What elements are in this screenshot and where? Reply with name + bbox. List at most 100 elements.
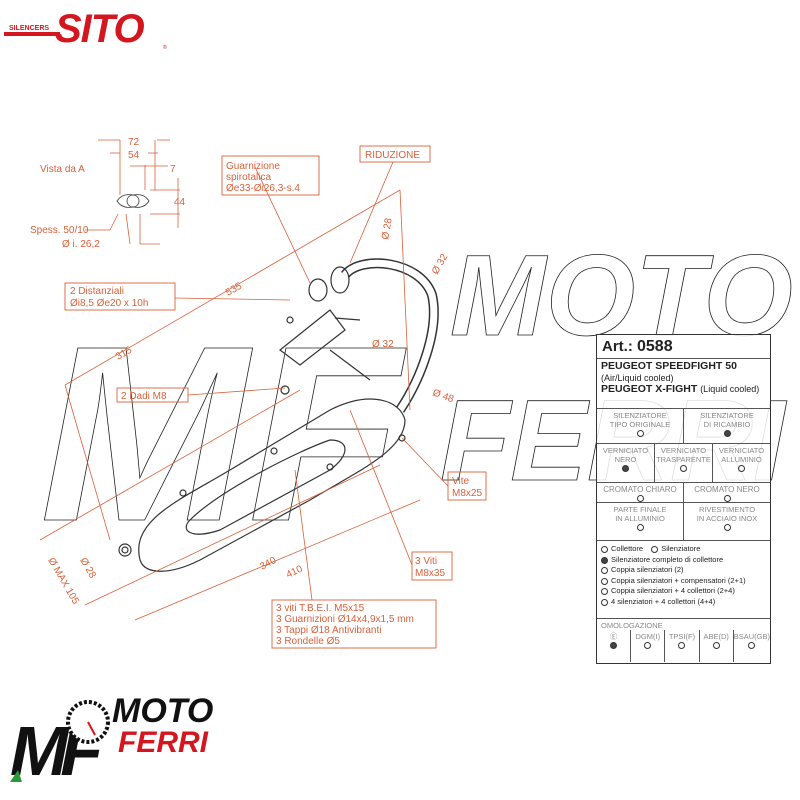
option-item: Silenziatore completo di collettore	[601, 555, 766, 566]
svg-text:3 Rondelle Ø5: 3 Rondelle Ø5	[276, 636, 340, 647]
model-1: PEUGEOT SPEEDFIGHT 50	[601, 360, 737, 372]
cell-label: ALLUMINIO	[721, 455, 762, 464]
svg-text:44: 44	[174, 197, 186, 208]
svg-text:M8x25: M8x25	[452, 488, 482, 499]
radio-indicator	[636, 495, 644, 502]
silenziatore-label: Silenziatore	[661, 544, 701, 553]
svg-text:2 Dadi M8: 2 Dadi M8	[121, 391, 167, 402]
svg-text:Vite: Vite	[452, 476, 469, 487]
svg-text:Guarnizione: Guarnizione	[226, 161, 280, 172]
cell-label: CROMATO CHIARO	[603, 485, 677, 494]
option-item: Coppia silenziatori + 4 collettori (2+4)	[601, 586, 766, 597]
option-item: Coppia silenziatori + compensatori (2+1)	[601, 576, 766, 587]
cell-label: TRASPARENTE	[656, 455, 711, 464]
cell-label: VERNICIATO	[660, 446, 707, 455]
cell-label: PARTE FINALE	[613, 505, 667, 514]
model-2-sub: (Liquid cooled)	[700, 384, 760, 394]
radio-indicator	[738, 465, 745, 472]
option-label: Coppia silenziatori + 4 collettori (2+4)	[611, 586, 735, 595]
svg-text:spirotalica: spirotalica	[226, 172, 271, 183]
chrome-cell: CROMATO CHIARO	[597, 483, 684, 502]
radio-indicator	[680, 465, 687, 472]
cell-label: IN ALLUMINIO	[615, 514, 665, 523]
option-label: Silenziatore completo di collettore	[611, 554, 724, 564]
radio-indicator	[601, 577, 608, 585]
cell-label: CROMATO NERO	[694, 485, 760, 494]
homologation-title: OMOLOGAZIONE	[601, 621, 663, 630]
cell-label: SILENZIATORE	[613, 411, 667, 420]
cell-label: RIVESTIMENTO	[698, 505, 756, 514]
spec-table: Art.: 0588 PEUGEOT SPEEDFIGHT 50 (Air/Li…	[596, 334, 771, 664]
option-item: Coppia silenziatori (2)	[601, 565, 766, 576]
radio-indicator	[723, 524, 731, 531]
svg-text:Ø i. 26,2: Ø i. 26,2	[62, 239, 100, 250]
annotation-labels: Guarnizione spirotalica Øe33-Øi26,3-s.4 …	[45, 150, 482, 647]
collettore-label: Collettore	[611, 544, 644, 553]
homologation-cell: TPSI(F)	[665, 630, 700, 662]
model-1-sub: (Air/Liquid cooled)	[601, 372, 674, 383]
svg-text:3 viti T.B.E.I. M5x15: 3 viti T.B.E.I. M5x15	[276, 603, 365, 614]
svg-text:®: ®	[163, 44, 167, 51]
annotation-boxes	[64, 145, 487, 649]
radio-indicator	[723, 430, 731, 437]
svg-text:FERRI: FERRI	[118, 726, 209, 759]
kit-options: Collettore Silenziatore Silenziatore com…	[597, 541, 770, 619]
homologation-row: Ⓔ DGM(I) TPSI(F) ABE(D)BSAU(GB)	[597, 630, 770, 662]
homologation: OMOLOGAZIONE Ⓔ DGM(I) TPSI(F) ABE(D)BSAU(GB…	[597, 619, 770, 665]
art-number: 0588	[637, 338, 673, 355]
svg-text:Øi8,5 Øe20 x 10h: Øi8,5 Øe20 x 10h	[70, 298, 148, 309]
cell-label: TIPO ORIGINALE	[609, 420, 671, 429]
collector-silencer-line: Collettore Silenziatore	[601, 544, 766, 555]
svg-text:3 Guarnizioni Ø14x4,9x1,5 mm: 3 Guarnizioni Ø14x4,9x1,5 mm	[276, 614, 414, 625]
radio-indicator	[712, 642, 720, 649]
svg-text:2 Distanziali: 2 Distanziali	[70, 286, 124, 297]
exhaust-drawing	[118, 258, 439, 572]
svg-text:Ø 32: Ø 32	[430, 252, 451, 277]
radio-indicator	[748, 642, 756, 649]
svg-text:Spess. 50/10: Spess. 50/10	[30, 225, 89, 236]
homologation-label: DGM(I)	[635, 632, 661, 641]
radio-collettore	[601, 546, 608, 554]
chrome-cell: CROMATO NERO	[684, 483, 770, 502]
cell-label: VERNICIATO	[718, 446, 765, 455]
homologation-label: TPSI(F)	[668, 632, 696, 641]
radio-indicator	[601, 598, 608, 606]
radio-indicator	[601, 556, 608, 564]
option-label: Coppia silenziatori + compensatori (2+1)	[611, 575, 746, 585]
sito-logo: SILENCERS SITO ®	[4, 7, 167, 51]
homologation-cell: ABE(D)	[700, 630, 734, 662]
radio-indicator	[644, 642, 652, 649]
radio-indicator	[723, 495, 731, 502]
option-label: 4 silenziatori + 4 collettori (4+4)	[611, 596, 716, 606]
homologation-label: BSAU(GB)	[733, 632, 771, 641]
article-number: Art.: 0588	[597, 335, 770, 359]
moto-ferri-logo: MF MOTO FERRI	[10, 692, 213, 790]
homologation-cell: Ⓔ	[597, 630, 632, 662]
homologation-label: Ⓔ	[609, 632, 618, 641]
flange-view-a: Vista da A 72 54 7 44 Spess. 50/10 Ø i. …	[30, 137, 186, 250]
cell-label: VERNICIATO	[602, 446, 649, 455]
radio-indicator	[678, 642, 686, 649]
option-label: Coppia silenziatori (2)	[611, 565, 684, 574]
svg-text:Ø 32: Ø 32	[372, 339, 394, 350]
svg-text:Vista da A: Vista da A	[40, 164, 85, 175]
cell-label: IN ACCIAIO INOX	[696, 514, 758, 523]
svg-text:54: 54	[128, 150, 140, 161]
radio-indicator	[610, 642, 618, 649]
cell-label: SILENZIATORE	[700, 411, 754, 420]
svg-text:Ø 28: Ø 28	[380, 217, 395, 241]
svg-text:MF: MF	[40, 294, 407, 573]
svg-text:3 Tappi Ø18 Antivibranti: 3 Tappi Ø18 Antivibranti	[276, 625, 381, 636]
radio-indicator	[622, 465, 629, 472]
option-item: 4 silenziatori + 4 collettori (4+4)	[601, 597, 766, 608]
